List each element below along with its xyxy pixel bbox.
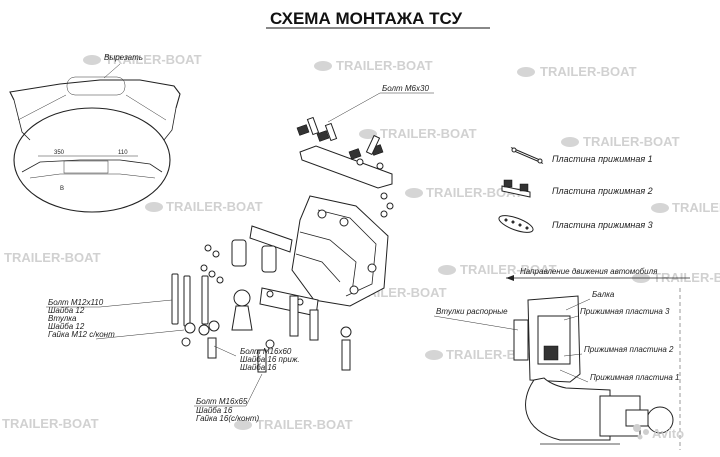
bolt-m12-3 bbox=[201, 275, 209, 325]
watermark-8: TRAILER-BOAT bbox=[4, 250, 101, 265]
hitch-main-body bbox=[231, 195, 389, 341]
label-washer-12: Шайба 12 bbox=[48, 306, 85, 315]
watermark-4: TRAILER-BOAT bbox=[359, 126, 477, 141]
svg-text:Avito: Avito bbox=[652, 426, 684, 441]
label-bolt-m16x60: Болт M16x60 bbox=[240, 347, 292, 356]
dimension-right: 110 bbox=[118, 150, 128, 156]
side-bracket-upper bbox=[249, 225, 293, 253]
clamp-bracket bbox=[299, 145, 393, 189]
svg-text:TRAILER-BOAT: TRAILER-BOAT bbox=[426, 185, 523, 200]
watermark-group: TRAILER-BOAT TRAILER-BOAT TRAILER-BOAT T… bbox=[2, 52, 720, 432]
label-side-plate-3: Прижимная пластина 3 bbox=[580, 307, 670, 316]
cutout-zoom-circle bbox=[13, 107, 171, 213]
svg-text:TRAILER-BOAT: TRAILER-BOAT bbox=[460, 262, 557, 277]
spacer-sleeve-2 bbox=[261, 245, 277, 273]
svg-text:B: B bbox=[60, 186, 64, 192]
watermark-6: TRAILER-BOAT bbox=[145, 199, 263, 214]
svg-text:TRAILER-BOAT: TRAILER-BOAT bbox=[256, 417, 353, 432]
watermark-1: TRAILER-BOAT bbox=[83, 52, 202, 67]
bumper-outline bbox=[9, 79, 181, 109]
tow-bar-body bbox=[525, 377, 611, 441]
label-nut-m12: Гайка M12 с/конт bbox=[48, 330, 115, 339]
cutout-label: Вырезать bbox=[104, 53, 143, 62]
bumper-detail: Вырезать 350 110 B bbox=[9, 53, 181, 213]
label-washer-16-spring: Шайба 16 приж. bbox=[240, 355, 300, 364]
label-direction: Направление движения автомобиля bbox=[520, 267, 658, 276]
bolt-m12-2 bbox=[183, 275, 191, 327]
watermark-5: TRAILER-BOAT bbox=[561, 134, 680, 149]
plate-2-drawing bbox=[501, 179, 531, 198]
watermark-9: TRAILER-BOAT bbox=[438, 262, 557, 277]
label-side-plate-2: Прижимная пластина 2 bbox=[584, 345, 674, 354]
svg-text:TRAILER-BOAT: TRAILER-BOAT bbox=[4, 250, 101, 265]
tow-ball bbox=[233, 289, 251, 307]
watermark-15: TRAILER-BOAT bbox=[2, 416, 99, 431]
svg-text:TRAILER-BOAT: TRAILER-BOAT bbox=[2, 416, 99, 431]
fastener-labels: Болт M12x110 Шайба 12 Втулка Шайба 12 Га… bbox=[46, 298, 300, 423]
spreader-sleeves-drawing bbox=[513, 319, 529, 361]
label-sleeve: Втулка bbox=[48, 314, 77, 323]
watermark-3: TRAILER-BOAT bbox=[517, 64, 637, 79]
label-spreader-sleeves: Втулки распорные bbox=[436, 307, 508, 316]
watermark-12: TRAILER-BOAT bbox=[632, 270, 720, 285]
cutout-zone bbox=[66, 76, 126, 96]
svg-text:TRAILER-BOAT: TRAILER-BOAT bbox=[380, 126, 477, 141]
label-washer-16-b: Шайба 16 bbox=[196, 406, 233, 415]
svg-text:TRAILER-BOAT: TRAILER-BOAT bbox=[583, 134, 680, 149]
dimension-left: 350 bbox=[54, 150, 65, 156]
svg-text:TRAILER-BOAT: TRAILER-BOAT bbox=[166, 199, 263, 214]
label-nut-16: Гайка 16(с/конт) bbox=[196, 414, 260, 423]
hitch-mount-plate bbox=[291, 195, 389, 307]
label-bolt-m16x65: Болт M16x65 bbox=[196, 397, 248, 406]
label-plate-3: Пластина прижимная 3 bbox=[552, 220, 653, 230]
label-washer-16: Шайба 16 bbox=[240, 363, 277, 372]
diagram-title: СХЕМА МОНТАЖА ТСУ bbox=[270, 9, 463, 28]
svg-text:TRAILER-BOAT: TRAILER-BOAT bbox=[540, 64, 637, 79]
label-beam: Балка bbox=[592, 290, 615, 299]
side-view: Направление движения автомобиля Втулки р… bbox=[433, 267, 690, 450]
label-bolt-m12: Болт M12x110 bbox=[48, 298, 104, 307]
top-clamp-assembly: Болт M6x30 bbox=[296, 84, 434, 189]
svg-text:TRAILER-BOAT: TRAILER-BOAT bbox=[653, 270, 720, 285]
watermark-2: TRAILER-BOAT bbox=[314, 58, 433, 73]
plate-1-drawing bbox=[510, 146, 544, 165]
watermark-7: TRAILER-BOAT bbox=[405, 185, 523, 200]
fastener-set bbox=[171, 192, 394, 373]
plates-legend: Пластина прижимная 1 Пластина прижимная … bbox=[498, 146, 653, 233]
avito-logo: Avito bbox=[633, 424, 684, 441]
label-bolt-m6x30: Болт M6x30 bbox=[382, 84, 429, 93]
plate-3-drawing bbox=[498, 215, 534, 233]
svg-text:TRAILER-BOAT: TRAILER-BOAT bbox=[105, 52, 202, 67]
svg-text:TRAILER-BOAT: TRAILER-BOAT bbox=[336, 58, 433, 73]
bolt-m12-1 bbox=[171, 273, 179, 325]
label-plate-1: Пластина прижимная 1 bbox=[552, 154, 653, 164]
tow-ball-shank bbox=[289, 295, 299, 337]
watermark-10: TRAILER-BOAT bbox=[651, 200, 720, 215]
watermark-14: TRAILER-BOAT bbox=[234, 417, 353, 432]
label-plate-2: Пластина прижимная 2 bbox=[552, 186, 653, 196]
svg-text:TRAILER-BOAT: TRAILER-BOAT bbox=[672, 200, 720, 215]
label-side-plate-1: Прижимная пластина 1 bbox=[590, 373, 679, 382]
spacer-sleeve-1 bbox=[231, 239, 247, 267]
label-washer-12-b: Шайба 12 bbox=[48, 322, 85, 331]
